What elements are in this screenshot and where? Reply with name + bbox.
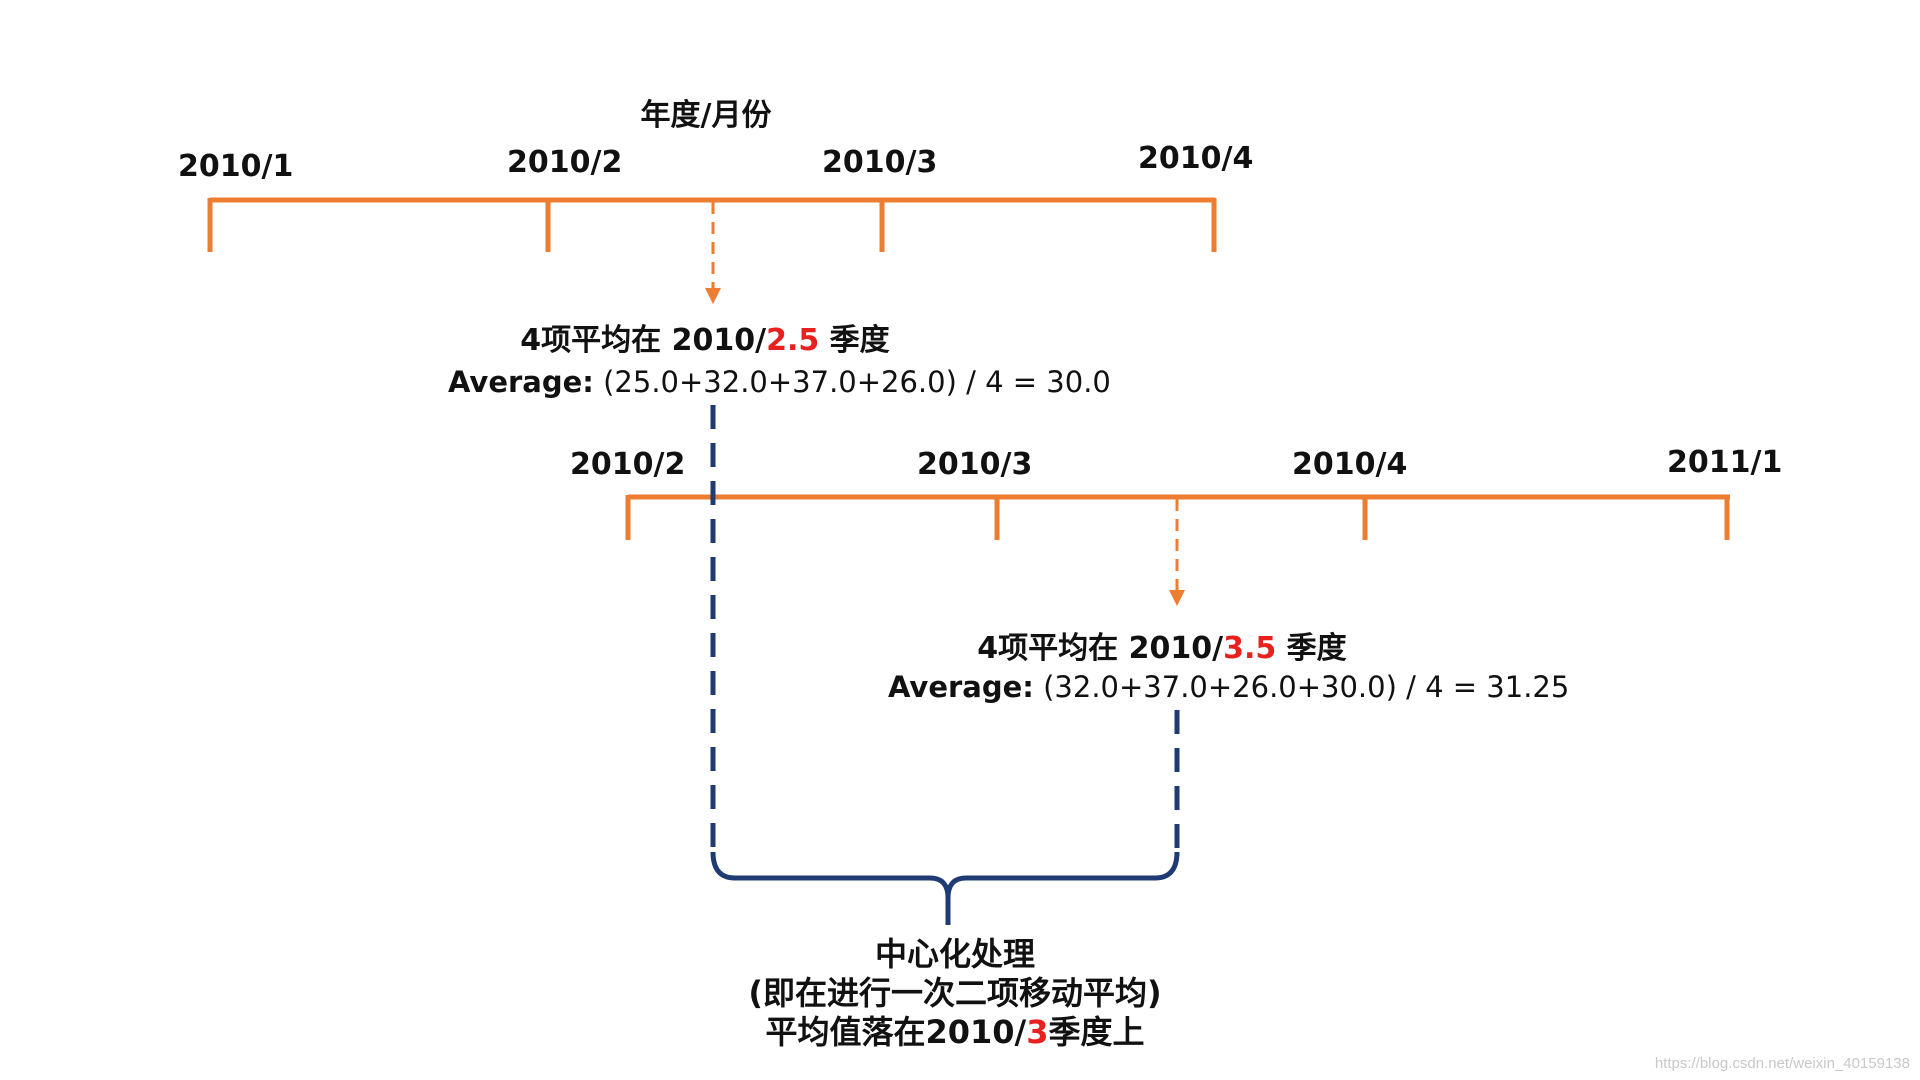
top-average-arrow [705,202,721,304]
bottom-label-2010-2: 2010/2 [570,447,686,482]
caption-line-3-prefix: 平均值落在2010/ [765,1013,1027,1051]
bottom-label-2010-3: 2010/3 [917,447,1033,482]
avg1-formula-label: Average: [448,365,594,399]
avg1-title: 4项平均在 2010/2.5 季度 [520,315,889,359]
avg1-title-prefix: 4项平均在 2010/ [520,323,767,358]
avg1-formula: Average: (25.0+32.0+37.0+26.0) / 4 = 30.… [448,365,1111,399]
top-label-2010-1: 2010/1 [178,149,294,184]
avg1-title-value: 2.5 [766,323,820,358]
avg2-title-prefix: 4项平均在 2010/ [977,631,1224,666]
avg2-formula-label: Average: [888,670,1034,704]
caption-line-2: (即在进行一次二项移动平均) [748,974,1162,1012]
avg2-formula: Average: (32.0+37.0+26.0+30.0) / 4 = 31.… [888,670,1569,704]
caption-line-1: 中心化处理 [874,935,1036,973]
avg2-title-value: 3.5 [1223,631,1277,666]
top-label-2010-3: 2010/3 [822,145,938,180]
top-label-2010-4: 2010/4 [1138,141,1254,176]
avg1-formula-text: (25.0+32.0+37.0+26.0) / 4 = 30.0 [593,365,1111,399]
avg2-title: 4项平均在 2010/3.5 季度 [977,623,1346,667]
avg1-title-suffix: 季度 [819,323,890,358]
bottom-timeline [625,494,1730,540]
caption-line-3-value: 3 [1026,1013,1049,1051]
watermark: https://blog.csdn.net/weixin_40159138 [1654,1055,1910,1072]
axis-title: 年度/月份 [640,98,772,133]
caption-line-3: 平均值落在2010/3季度上 [748,1013,1161,1052]
centering-caption: 中心化处理 (即在进行一次二项移动平均) 平均值落在2010/3季度上 [748,935,1161,1052]
avg2-title-suffix: 季度 [1276,631,1347,666]
top-timeline [207,197,1217,252]
bottom-average-arrow [1169,499,1185,606]
bottom-label-2011-1: 2011/1 [1667,445,1783,480]
top-label-2010-2: 2010/2 [507,145,623,180]
caption-line-3-suffix: 季度上 [1048,1013,1145,1051]
avg2-formula-text: (32.0+37.0+26.0+30.0) / 4 = 31.25 [1033,670,1570,704]
centering-brace [710,851,1180,925]
bottom-label-2010-4: 2010/4 [1292,447,1408,482]
